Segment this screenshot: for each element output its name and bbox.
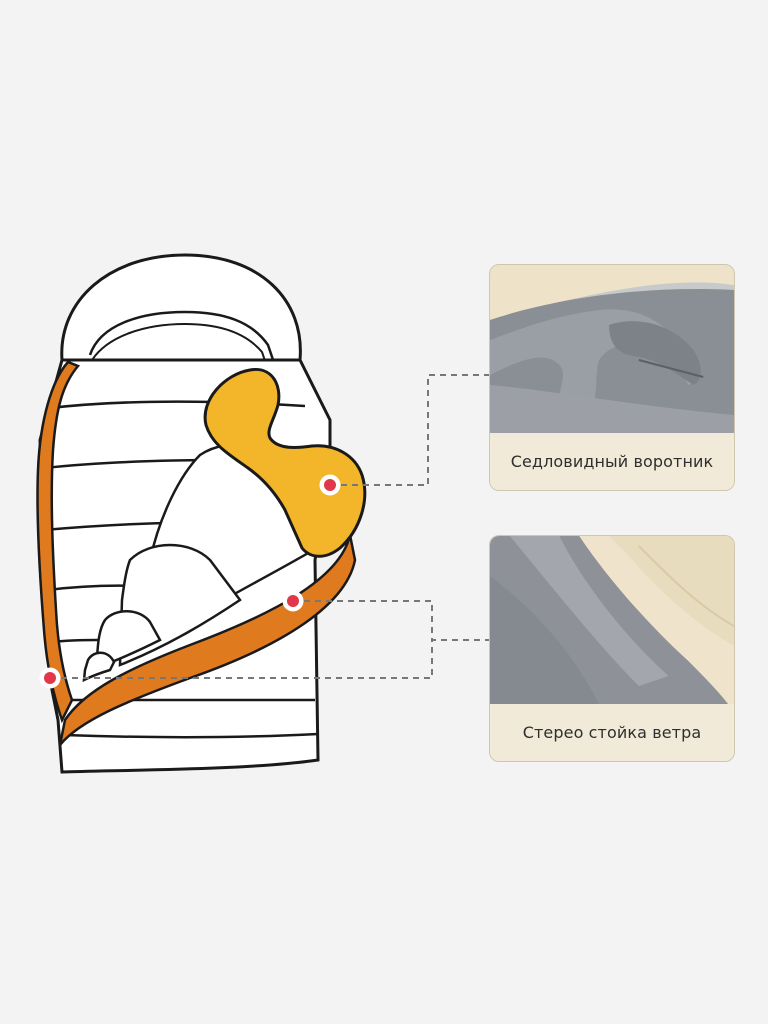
hotspot-marker-icon (319, 474, 341, 496)
hotspot-marker-icon (282, 590, 304, 612)
wind-tube-detail-card: Стерео стойка ветра (489, 535, 735, 762)
hotspot-marker-icon (39, 667, 61, 689)
wind-tube-caption: Стерео стойка ветра (490, 704, 734, 761)
side-draft-tube (36, 360, 81, 724)
diagonal-draft-tube (58, 534, 357, 746)
hood-outline (60, 253, 302, 362)
wind-tube-photo (490, 536, 734, 704)
collar-photo (490, 265, 734, 433)
collar-caption: Седловидный воротник (490, 433, 734, 490)
hood-inner-outline (88, 310, 302, 441)
saddle-collar (203, 367, 367, 558)
collar-detail-card: Седловидный воротник (489, 264, 735, 491)
hood-inner-outline-2 (91, 322, 293, 441)
callout-leaders (50, 374, 489, 679)
